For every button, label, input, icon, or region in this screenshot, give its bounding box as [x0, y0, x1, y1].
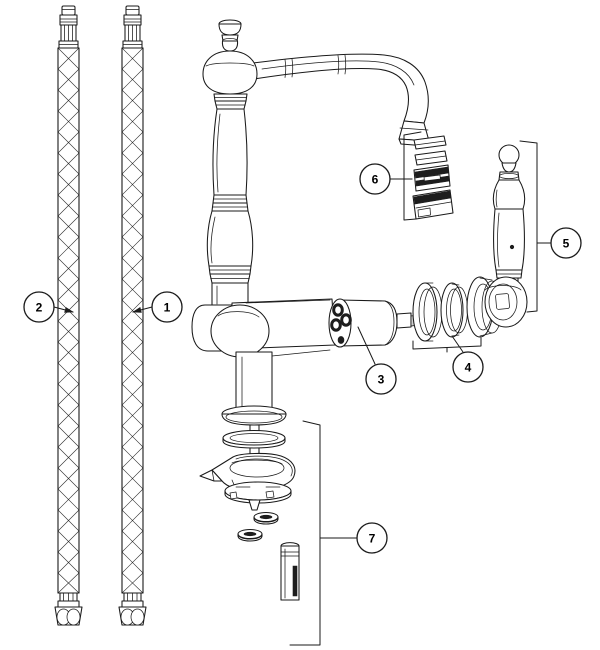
callout-4[interactable]: 4 [451, 335, 484, 383]
part-mount-kit [199, 424, 300, 601]
callout-6-label: 6 [372, 173, 379, 187]
callout-2-arrowhead [64, 306, 74, 313]
callout-5[interactable]: 5 [536, 227, 582, 259]
part-faucet-body [191, 19, 430, 426]
bracket-5 [519, 140, 538, 244]
faucet-collar-lower [208, 265, 252, 284]
callout-7-label: 7 [369, 532, 376, 546]
part-aerator-set [412, 135, 454, 220]
bracket-7 [302, 420, 338, 539]
part-handle [484, 144, 528, 328]
part-hose-left [54, 5, 83, 626]
hose-left-bottom-fitting [54, 592, 83, 626]
callout-7[interactable]: 7 [336, 522, 388, 554]
callout-5-bubble[interactable] [550, 227, 582, 259]
part-ring-set [412, 276, 503, 353]
part-hose-right [118, 5, 147, 626]
retaining-ring-outer [412, 282, 443, 342]
callout-1-arrowhead [132, 306, 142, 313]
callout-4-label: 4 [465, 361, 472, 375]
callout-6[interactable]: 6 [359, 163, 413, 195]
faucet-upper-bulb [202, 50, 258, 95]
callout-1-label: 1 [164, 301, 171, 315]
faucet-column [206, 108, 254, 267]
callout-1-bubble[interactable] [151, 291, 183, 323]
callout-3[interactable]: 3 [357, 326, 397, 395]
hose-right-top-fitting [122, 5, 143, 49]
hose-right-bottom-fitting [118, 592, 147, 626]
faucet-base-flange [221, 405, 287, 426]
callout-3-leader [357, 326, 376, 365]
callout-6-bubble[interactable] [359, 163, 391, 195]
mount-washer-2 [237, 528, 263, 542]
hose-right-braid [121, 47, 144, 594]
faucet-finial [218, 19, 242, 52]
callout-2-label: 2 [36, 301, 43, 315]
hose-left-top-fitting [58, 5, 79, 49]
part-cartridge [328, 298, 425, 348]
faucet-collar-upper [213, 93, 248, 110]
spacer-ring [440, 282, 468, 338]
callout-1[interactable]: 1 [132, 291, 183, 323]
callout-layer: 1 2 3 4 5 6 7 [23, 163, 582, 554]
callout-2-bubble[interactable] [23, 291, 55, 323]
callout-7-bubble[interactable] [356, 522, 388, 554]
mount-washer-1 [253, 511, 279, 525]
faucet-valve-tee [191, 298, 336, 416]
callout-5-label: 5 [563, 237, 570, 251]
callout-3-label: 3 [378, 373, 385, 387]
callout-4-bubble[interactable] [452, 351, 484, 383]
callout-3-bubble[interactable] [365, 363, 397, 395]
callout-4-leader [451, 335, 464, 353]
callout-2[interactable]: 2 [23, 291, 74, 323]
hose-left-braid [57, 47, 80, 594]
mount-post [280, 542, 300, 601]
faucet-spout-arm [252, 53, 429, 124]
